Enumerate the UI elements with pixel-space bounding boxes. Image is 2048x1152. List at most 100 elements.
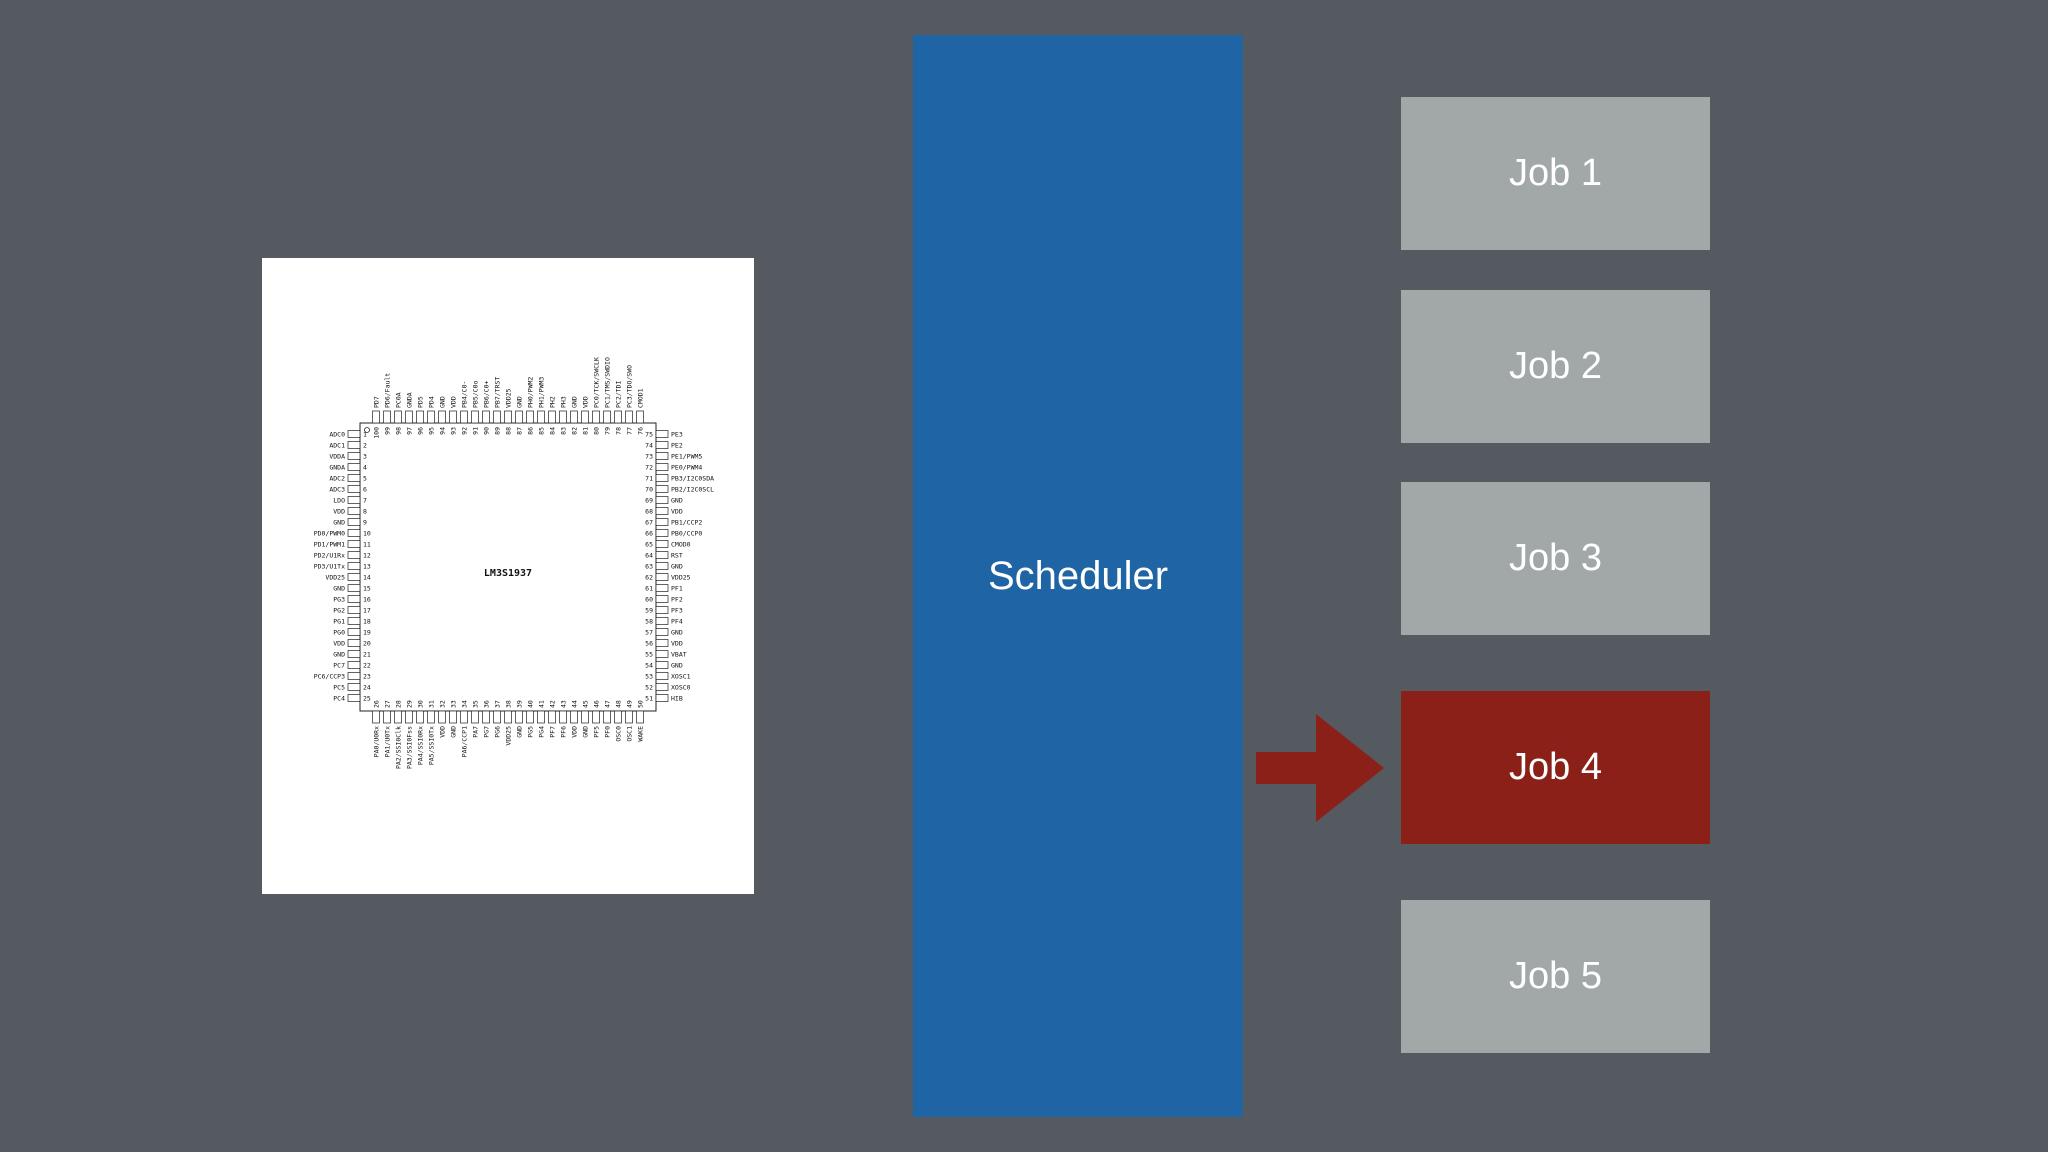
pin-number: 62	[645, 574, 653, 582]
pin-number: 82	[571, 427, 579, 435]
pin-pad	[636, 710, 644, 724]
pin-pad	[655, 595, 669, 603]
pin-number: 61	[645, 585, 653, 593]
pin-number: 39	[516, 700, 524, 708]
pin-name: PB3/I2C0SDA	[671, 475, 714, 483]
pin-number: 93	[450, 427, 458, 435]
job-label: Job 5	[1509, 955, 1602, 997]
pin-name: PF7	[549, 726, 557, 738]
pin-name: ADC0	[329, 431, 345, 439]
chip-body	[359, 422, 657, 712]
pin-name: LDO	[333, 497, 345, 505]
pin-name: WAKE	[637, 726, 645, 742]
pin-name: VDD25	[325, 574, 345, 582]
pin-number: 84	[549, 427, 557, 435]
pin-name: PG4	[538, 726, 546, 738]
pin-number: 74	[645, 442, 653, 450]
pin-pad	[347, 540, 361, 548]
pin-name: VDD25	[505, 726, 513, 746]
pin-pad	[347, 694, 361, 702]
pin-name: PA5/SSI0Tx	[428, 726, 436, 765]
pin-name: CMOD1	[637, 388, 645, 408]
pin-pad	[581, 410, 589, 424]
pin-name: PF6	[560, 726, 568, 738]
pin-number: 36	[483, 700, 491, 708]
pin-name: PC7	[333, 662, 345, 670]
pin-name: PH0/PWM2	[527, 377, 535, 408]
pin-pad	[548, 710, 556, 724]
pin-pad	[347, 463, 361, 471]
pin-name: PF3	[671, 607, 683, 615]
pin-name: PF2	[671, 596, 683, 604]
pin-number: 27	[384, 700, 392, 708]
pin-number: 41	[538, 700, 546, 708]
pin-pad	[655, 672, 669, 680]
pin-pad	[383, 410, 391, 424]
pin-name: PC0A	[395, 392, 403, 408]
pin-name: VDD25	[505, 388, 513, 408]
pin-pad	[347, 573, 361, 581]
pin-name: GND	[333, 651, 345, 659]
pin-number: 100	[373, 427, 381, 439]
pin-number: 98	[395, 427, 403, 435]
pin-number: 63	[645, 563, 653, 571]
job-label: Job 4	[1509, 746, 1602, 788]
pin-number: 70	[645, 486, 653, 494]
pin-pad	[394, 710, 402, 724]
pin-name: PD5	[417, 396, 425, 408]
pin-number: 89	[494, 427, 502, 435]
pin-number: 94	[439, 427, 447, 435]
pin-name: PF4	[671, 618, 683, 626]
pin-pad	[537, 410, 545, 424]
pin-name: PC3/TDO/SWO	[626, 365, 634, 408]
right-arrow-icon	[1256, 714, 1384, 822]
pin-pad	[655, 518, 669, 526]
pin-number: 11	[363, 541, 371, 549]
pin-number: 48	[615, 700, 623, 708]
pin-pad	[347, 551, 361, 559]
pin-name: GND	[450, 726, 458, 738]
pin-pad	[347, 518, 361, 526]
pin-pad	[655, 452, 669, 460]
pin-number: 69	[645, 497, 653, 505]
pin-pad	[471, 410, 479, 424]
pin-number: 26	[373, 700, 381, 708]
pin-pad	[581, 710, 589, 724]
pin-number: 30	[417, 700, 425, 708]
pin-pad	[493, 710, 501, 724]
pin-number: 20	[363, 640, 371, 648]
pin-name: GND	[671, 629, 683, 637]
pin-pad	[347, 584, 361, 592]
pin-number: 86	[527, 427, 535, 435]
pin-name: PC2/TDI	[615, 381, 623, 408]
pin-name: VDD	[450, 396, 458, 408]
pin-name: PD6/Fault	[384, 373, 392, 408]
pin-name: PE1/PWM5	[671, 453, 702, 461]
pin-name: PG2	[333, 607, 345, 615]
pin-name: VDD	[439, 726, 447, 738]
pin-name: PH2	[549, 396, 557, 408]
pin-number: 80	[593, 427, 601, 435]
pin-pad	[559, 410, 567, 424]
pin-number: 53	[645, 673, 653, 681]
pin-number: 42	[549, 700, 557, 708]
pin-name: PH3	[560, 396, 568, 408]
pin-pad	[347, 485, 361, 493]
pin-name: PC1/TMS/SWDIO	[604, 357, 612, 408]
pin-name: PE2	[671, 442, 683, 450]
pin-number: 65	[645, 541, 653, 549]
pin-name: GNDA	[406, 392, 414, 408]
pin-name: GND	[333, 585, 345, 593]
pin-number: 14	[363, 574, 371, 582]
pin-name: VDD	[571, 726, 579, 738]
pin-pad	[471, 710, 479, 724]
pin-pad	[655, 650, 669, 658]
scheduler-label: Scheduler	[987, 553, 1169, 598]
pin-pad	[504, 710, 512, 724]
pin-pad	[427, 410, 435, 424]
pin-pad	[655, 485, 669, 493]
pin-name: GNDA	[329, 464, 345, 472]
pin-name: VDD	[333, 508, 345, 516]
pin-pad	[347, 650, 361, 658]
